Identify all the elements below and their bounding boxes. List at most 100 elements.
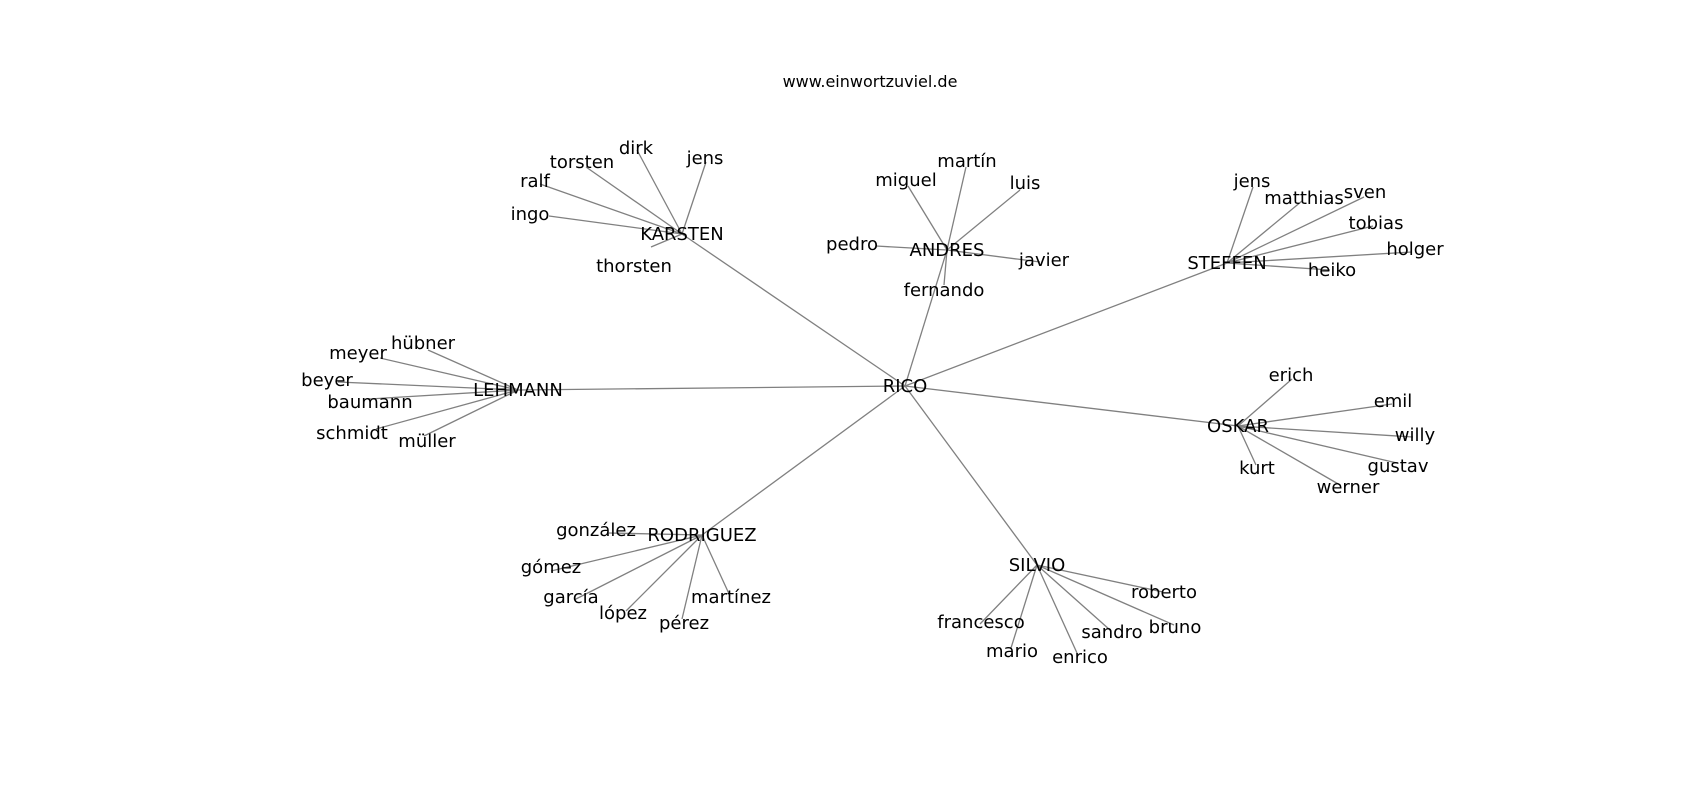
leaf-node: heiko (1308, 260, 1356, 281)
edge-center-rodriguez (701, 385, 906, 536)
leaf-node: schmidt (316, 423, 388, 444)
edge-silvio-leaf (1036, 564, 1111, 631)
edge-center-lehmann (517, 385, 906, 391)
edge-oskar-leaf (1237, 425, 1257, 466)
edge-andres-leaf (907, 185, 948, 251)
leaf-node: enrico (1052, 647, 1108, 668)
leaf-node: gonzález (556, 520, 636, 541)
edge-lehmann-leaf (337, 381, 519, 391)
leaf-node: ralf (520, 171, 550, 192)
leaf-node: pérez (659, 613, 709, 634)
leaf-node: gómez (521, 557, 582, 578)
hub-node-silvio: SILVIO (1009, 555, 1066, 576)
edge-andres-leaf (875, 245, 948, 251)
leaf-node: sven (1344, 182, 1387, 203)
hub-node-andres: ANDRES (910, 240, 985, 261)
edge-lehmann-leaf (427, 349, 519, 391)
leaf-node: willy (1395, 425, 1436, 446)
edge-oskar-leaf (1237, 378, 1293, 427)
edge-center-karsten (681, 233, 906, 387)
leaf-node: baumann (327, 392, 412, 413)
edge-oskar-leaf (1237, 425, 1341, 486)
edge-oskar-leaf (1237, 403, 1393, 427)
edge-lehmann-leaf (379, 357, 519, 391)
leaf-node: gustav (1368, 456, 1429, 477)
edge-andres-leaf (946, 189, 1021, 251)
hub-node-lehmann: LEHMANN (473, 380, 563, 401)
edge-steffen-leaf (1226, 186, 1254, 264)
leaf-node: pedro (826, 234, 878, 255)
leaf-node: javier (1018, 250, 1070, 271)
hub-node-oskar: OSKAR (1207, 416, 1269, 437)
hub-node-steffen: STEFFEN (1187, 253, 1266, 274)
leaf-node: thorsten (596, 256, 672, 277)
edge-silvio-leaf (979, 564, 1038, 625)
leaf-node: hübner (391, 333, 456, 354)
edge-silvio-leaf (1036, 564, 1164, 593)
leaf-node: mario (986, 641, 1038, 662)
edge-silvio-leaf (1036, 564, 1078, 654)
edge-steffen-leaf (1226, 196, 1365, 264)
leaf-node: bruno (1149, 617, 1202, 638)
edge-rodriguez-leaf (681, 534, 703, 620)
leaf-node: matthias (1264, 188, 1344, 209)
edge-silvio-leaf (1010, 564, 1038, 649)
leaf-node: garcía (543, 587, 598, 608)
edge-layer (337, 149, 1414, 654)
leaf-node: dirk (619, 138, 654, 159)
edge-karsten-leaf (681, 161, 707, 235)
leaf-node: miguel (875, 170, 936, 191)
leaf-node: roberto (1131, 582, 1197, 603)
edge-lehmann-leaf (368, 389, 519, 400)
leaf-node: kurt (1239, 458, 1275, 479)
leaf-node: müller (398, 431, 456, 452)
edge-karsten-leaf (548, 215, 683, 235)
edge-oskar-leaf (1237, 425, 1414, 438)
leaf-node: ingo (511, 204, 550, 225)
edge-lehmann-leaf (423, 389, 519, 437)
leaf-node: torsten (550, 152, 614, 173)
edge-center-steffen (904, 262, 1228, 387)
edge-rodriguez-leaf (701, 534, 731, 597)
website-label: www.einwortzuviel.de (783, 72, 958, 91)
edge-andres-leaf (946, 166, 967, 251)
edge-steffen-leaf (1226, 225, 1374, 264)
edge-oskar-leaf (1237, 425, 1398, 464)
edge-andres-leaf (946, 249, 1041, 263)
edge-rodriguez-leaf (550, 534, 703, 572)
edge-rodriguez-leaf (573, 534, 703, 601)
leaf-node: fernando (904, 280, 985, 301)
edge-steffen-leaf (1226, 251, 1413, 264)
edge-center-oskar (904, 385, 1239, 427)
leaf-node: jens (686, 148, 724, 169)
edge-rodriguez-leaf (608, 532, 703, 536)
leaf-node: beyer (301, 370, 353, 391)
edge-center-andres (904, 249, 948, 387)
leaf-node: tobias (1349, 213, 1404, 234)
edge-karsten-leaf (585, 166, 683, 235)
edge-karsten-leaf (650, 233, 683, 248)
leaf-node: meyer (329, 343, 387, 364)
edge-lehmann-leaf (375, 389, 519, 430)
leaf-node: holger (1386, 239, 1444, 260)
edge-karsten-leaf (636, 149, 683, 235)
leaf-node: martínez (691, 587, 771, 608)
leaf-node: martín (937, 151, 996, 172)
leaf-node: jens (1233, 171, 1271, 192)
edge-andres-leaf (943, 249, 948, 286)
leaf-node: francesco (937, 612, 1024, 633)
hub-node-rodriguez: RODRIGUEZ (647, 525, 756, 546)
leaf-node: lópez (599, 603, 647, 624)
edge-center-silvio (904, 385, 1038, 566)
edge-steffen-leaf (1226, 200, 1303, 264)
edge-steffen-leaf (1226, 262, 1331, 271)
leaf-node: emil (1374, 391, 1413, 412)
leaf-node: erich (1269, 365, 1314, 386)
edge-karsten-leaf (539, 183, 683, 235)
edge-silvio-leaf (1036, 564, 1175, 626)
hub-node-karsten: KARSTEN (640, 224, 724, 245)
leaf-node: luis (1010, 173, 1041, 194)
center-node: RICO (883, 376, 928, 397)
